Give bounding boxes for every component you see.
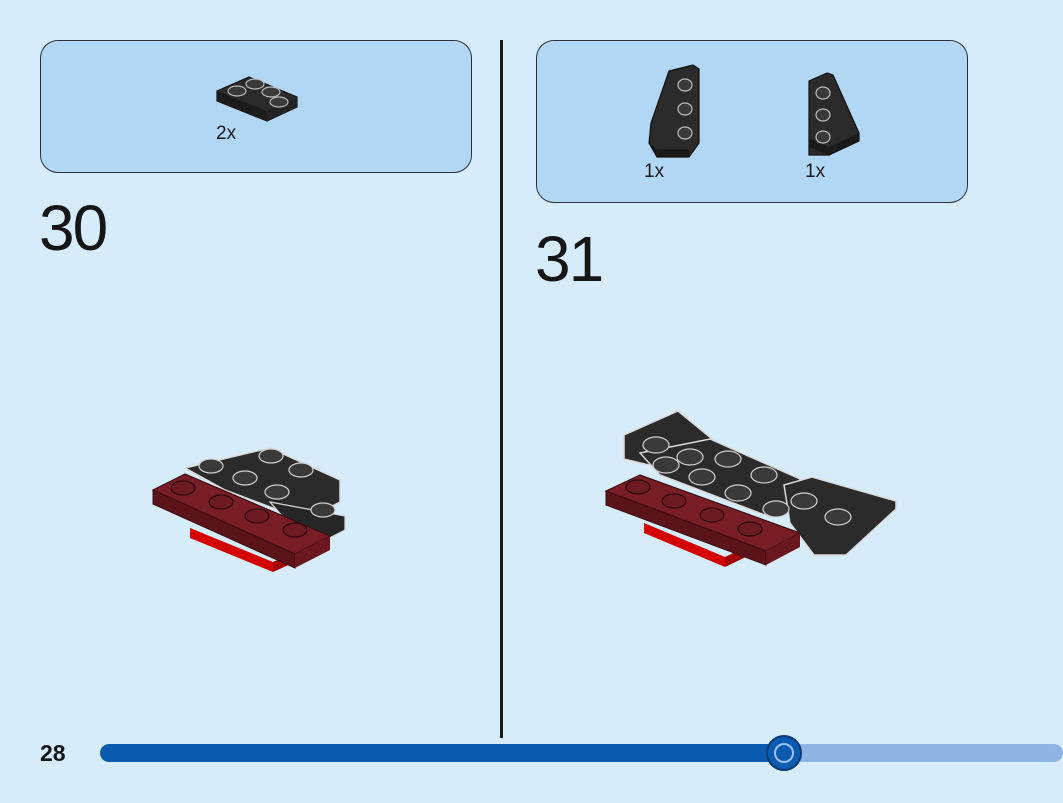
black-corner-plate-2x2-icon bbox=[216, 76, 298, 122]
part-quantity: 1x bbox=[644, 161, 665, 182]
step-31-assembly-icon bbox=[604, 410, 897, 567]
parts-callout-step-31: 1x 1x bbox=[536, 40, 968, 203]
progress-bar bbox=[100, 744, 1063, 762]
progress-indicator-icon bbox=[766, 735, 802, 771]
step-30-assembly-icon bbox=[151, 447, 346, 572]
parts-callout-step-30: 2x bbox=[40, 40, 472, 173]
page-number: 28 bbox=[40, 740, 66, 766]
part-quantity: 1x bbox=[805, 161, 826, 182]
page-divider bbox=[500, 40, 503, 738]
progress-bar-fill bbox=[100, 744, 784, 762]
black-wedge-plate-right-icon bbox=[808, 72, 860, 156]
step-number: 31 bbox=[535, 223, 604, 295]
black-wedge-plate-left-icon bbox=[648, 64, 700, 158]
step-number: 30 bbox=[39, 192, 108, 264]
part-quantity: 2x bbox=[216, 123, 237, 144]
